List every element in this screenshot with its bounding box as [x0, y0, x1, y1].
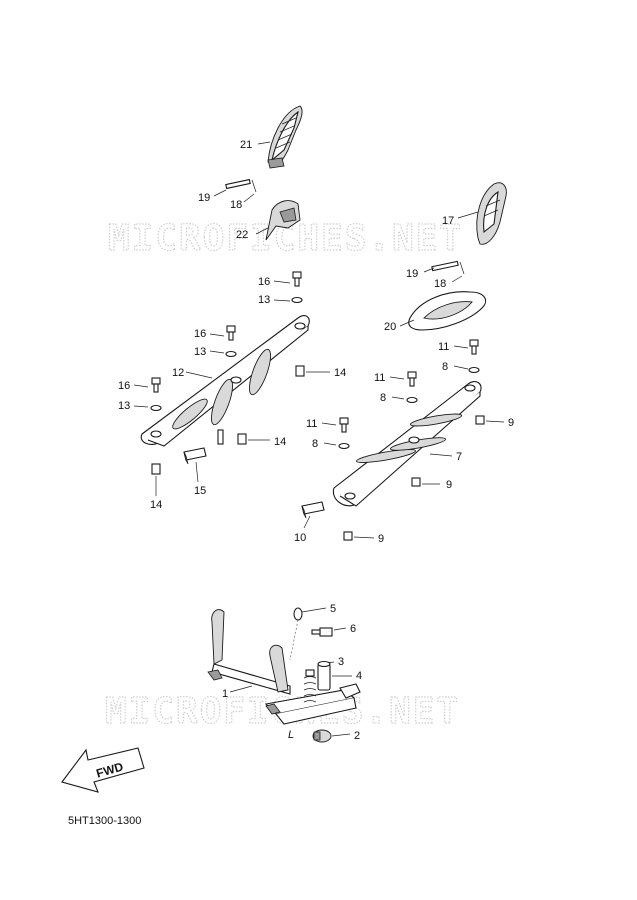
callout-9c: 9 [378, 533, 384, 545]
spacer-9a [475, 415, 485, 425]
callout-9a: 9 [508, 417, 514, 429]
bolt-11a [469, 339, 479, 355]
sleeve-4 [317, 660, 331, 691]
callout-5: 5 [330, 603, 336, 615]
washer-13b [225, 350, 237, 358]
clip-18a [251, 179, 257, 193]
callout-7: 7 [456, 451, 462, 463]
callout-14c: 14 [150, 499, 162, 511]
callout-18a: 18 [230, 199, 242, 211]
bolt-16a [292, 271, 302, 287]
footrest-bracket-right [476, 182, 507, 245]
callout-12: 12 [172, 367, 184, 379]
washer-8c [338, 442, 350, 450]
fwd-arrow-icon: FWD [61, 747, 145, 793]
callout-15: 15 [194, 485, 206, 497]
callout-14b: 14 [274, 436, 286, 448]
callout-19a: 19 [198, 192, 210, 204]
washer-5 [293, 607, 303, 621]
callout-4: 4 [356, 670, 362, 682]
callout-14a: 14 [334, 367, 346, 379]
washer-8a [468, 366, 480, 374]
bolt-11b [407, 371, 417, 387]
callout-21: 21 [240, 139, 252, 151]
footrest-bracket-upper [267, 105, 303, 169]
callout-20: 20 [384, 321, 396, 333]
callout-17: 17 [442, 215, 454, 227]
callout-11c: 11 [306, 418, 317, 430]
callout-8b: 8 [380, 392, 386, 404]
main-stand [207, 609, 361, 725]
footrest-cover [408, 291, 487, 331]
bolt-16c [151, 377, 161, 393]
washer-13c [150, 404, 162, 412]
callout-3: 3 [338, 656, 344, 668]
callout-2: 2 [354, 730, 360, 742]
spring-3 [303, 669, 317, 703]
callout-22: 22 [236, 229, 248, 241]
spacer-9c [343, 531, 353, 541]
callout-16a: 16 [258, 276, 270, 288]
damper-10 [301, 501, 325, 519]
footrest-bracket-lower [265, 200, 301, 241]
side-cover-left [140, 315, 310, 447]
spacer-14b [237, 433, 247, 445]
damper-15 [183, 447, 207, 465]
callout-18b: 18 [434, 278, 446, 290]
callout-13b: 13 [194, 346, 206, 358]
clip-18b [459, 261, 465, 275]
bolt-11c [339, 417, 349, 433]
spacer-9b [411, 477, 421, 487]
washer-8b [406, 396, 418, 404]
bolt-6 [311, 627, 333, 637]
callout-11a: 11 [438, 341, 449, 353]
callout-8c: 8 [312, 438, 318, 450]
callout-1: 1 [222, 688, 228, 700]
callout-16c: 16 [118, 380, 130, 392]
side-cover-right [332, 381, 482, 507]
pin-19a [225, 178, 251, 190]
callout-19b: 19 [406, 268, 418, 280]
washer-13a [291, 296, 303, 304]
spacer-14c [151, 463, 161, 475]
callout-16b: 16 [194, 328, 206, 340]
pin-19b [431, 260, 459, 272]
callout-13c: 13 [118, 400, 130, 412]
bolt-16b [226, 325, 236, 341]
reference-code: 5HT1300-1300 [68, 815, 142, 827]
callout-9b: 9 [446, 479, 452, 491]
callout-13a: 13 [258, 294, 270, 306]
callout-L: L [288, 729, 294, 741]
spacer-14a [295, 365, 305, 377]
callout-11b: 11 [374, 372, 385, 384]
stopper-2 [312, 729, 332, 743]
callout-6: 6 [350, 623, 356, 635]
callout-8a: 8 [442, 361, 448, 373]
callout-10: 10 [294, 532, 306, 544]
